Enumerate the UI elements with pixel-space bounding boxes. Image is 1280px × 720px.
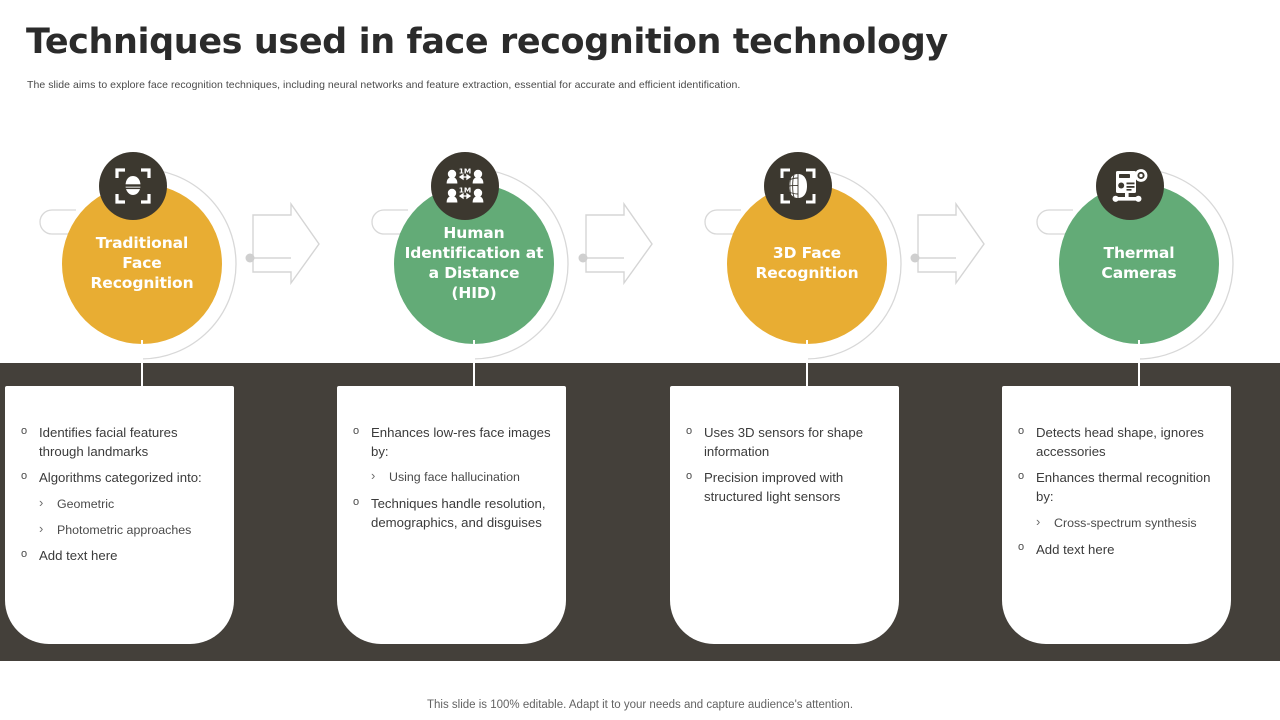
bullet-item: Enhances low-res face images by: bbox=[351, 423, 552, 461]
flow-dot-1 bbox=[245, 253, 255, 263]
ring-arc-3 bbox=[805, 168, 902, 360]
step-circle[interactable]: Traditional Face Recognition bbox=[62, 184, 222, 344]
bullet-item: Add text here bbox=[1016, 540, 1217, 560]
step-connector-stem bbox=[806, 340, 808, 390]
ring-arc-1 bbox=[140, 168, 237, 360]
bullet-item: Identifies facial features through landm… bbox=[19, 423, 220, 461]
step-detail-card[interactable]: Detects head shape, ignores accessories … bbox=[1002, 386, 1231, 644]
bullet-item: Enhances thermal recognition by: bbox=[1016, 469, 1217, 506]
thermal-camera-icon bbox=[1096, 152, 1164, 220]
bullet-list: Identifies facial features through landm… bbox=[19, 423, 220, 566]
svg-text:1M: 1M bbox=[459, 186, 472, 195]
flow-dot-2 bbox=[578, 253, 588, 263]
face-mesh-scan-icon bbox=[764, 152, 832, 220]
step-detail-card[interactable]: Enhances low-res face images by: Using f… bbox=[337, 386, 566, 644]
svg-text:1M: 1M bbox=[459, 167, 472, 176]
bullet-subitem: Geometric bbox=[19, 494, 220, 514]
ring-tab-3 bbox=[704, 209, 741, 235]
bullet-item: Techniques handle resolution, demographi… bbox=[351, 495, 552, 532]
flow-dot-3 bbox=[910, 253, 920, 263]
bullet-item: Add text here bbox=[19, 547, 220, 566]
bullet-item: Detects head shape, ignores accessories bbox=[1016, 423, 1217, 461]
face-scan-icon bbox=[99, 152, 167, 220]
step-detail-card[interactable]: Uses 3D sensors for shape information Pr… bbox=[670, 386, 899, 644]
bullet-list: Enhances low-res face images by: Using f… bbox=[351, 423, 552, 533]
step-circle-label: Thermal Cameras bbox=[1101, 244, 1177, 282]
bullet-subitem: Using face hallucination bbox=[351, 468, 552, 487]
flow-arrow-2 bbox=[585, 201, 653, 286]
ring-arc-4 bbox=[1137, 168, 1234, 360]
ring-tab-1 bbox=[39, 209, 76, 235]
ring-arc-2 bbox=[472, 168, 569, 360]
bullet-subitem: Photometric approaches bbox=[19, 520, 220, 540]
step-circle-label: Traditional Face Recognition bbox=[90, 234, 194, 292]
people-distance-1m-icon: 1M 1M bbox=[431, 152, 499, 220]
step-connector-stem bbox=[473, 340, 475, 390]
ring-tab-2 bbox=[371, 209, 408, 235]
ring-tab-4 bbox=[1036, 209, 1073, 235]
bullet-list: Detects head shape, ignores accessories … bbox=[1016, 423, 1217, 560]
step-circle-label: 3D Face Recognition bbox=[755, 244, 859, 282]
page-subtitle: The slide aims to explore face recogniti… bbox=[27, 79, 741, 91]
bullet-subitem: Cross-spectrum synthesis bbox=[1016, 513, 1217, 533]
bullet-item: Algorithms categorized into: bbox=[19, 469, 220, 488]
step-circle-label: Human Identification at a Distance (HID) bbox=[404, 224, 544, 302]
step-connector-stem bbox=[1138, 340, 1140, 390]
page-title: Techniques used in face recognition tech… bbox=[26, 22, 948, 62]
bullet-item: Precision improved with structured light… bbox=[684, 469, 885, 506]
bullet-item: Uses 3D sensors for shape information bbox=[684, 423, 885, 461]
flow-arrow-1 bbox=[252, 201, 320, 286]
bullet-list: Uses 3D sensors for shape information Pr… bbox=[684, 423, 885, 507]
flow-arrow-3 bbox=[917, 201, 985, 286]
step-detail-card[interactable]: Identifies facial features through landm… bbox=[5, 386, 234, 644]
footer-note: This slide is 100% editable. Adapt it to… bbox=[426, 699, 854, 711]
step-connector-stem bbox=[141, 340, 143, 390]
